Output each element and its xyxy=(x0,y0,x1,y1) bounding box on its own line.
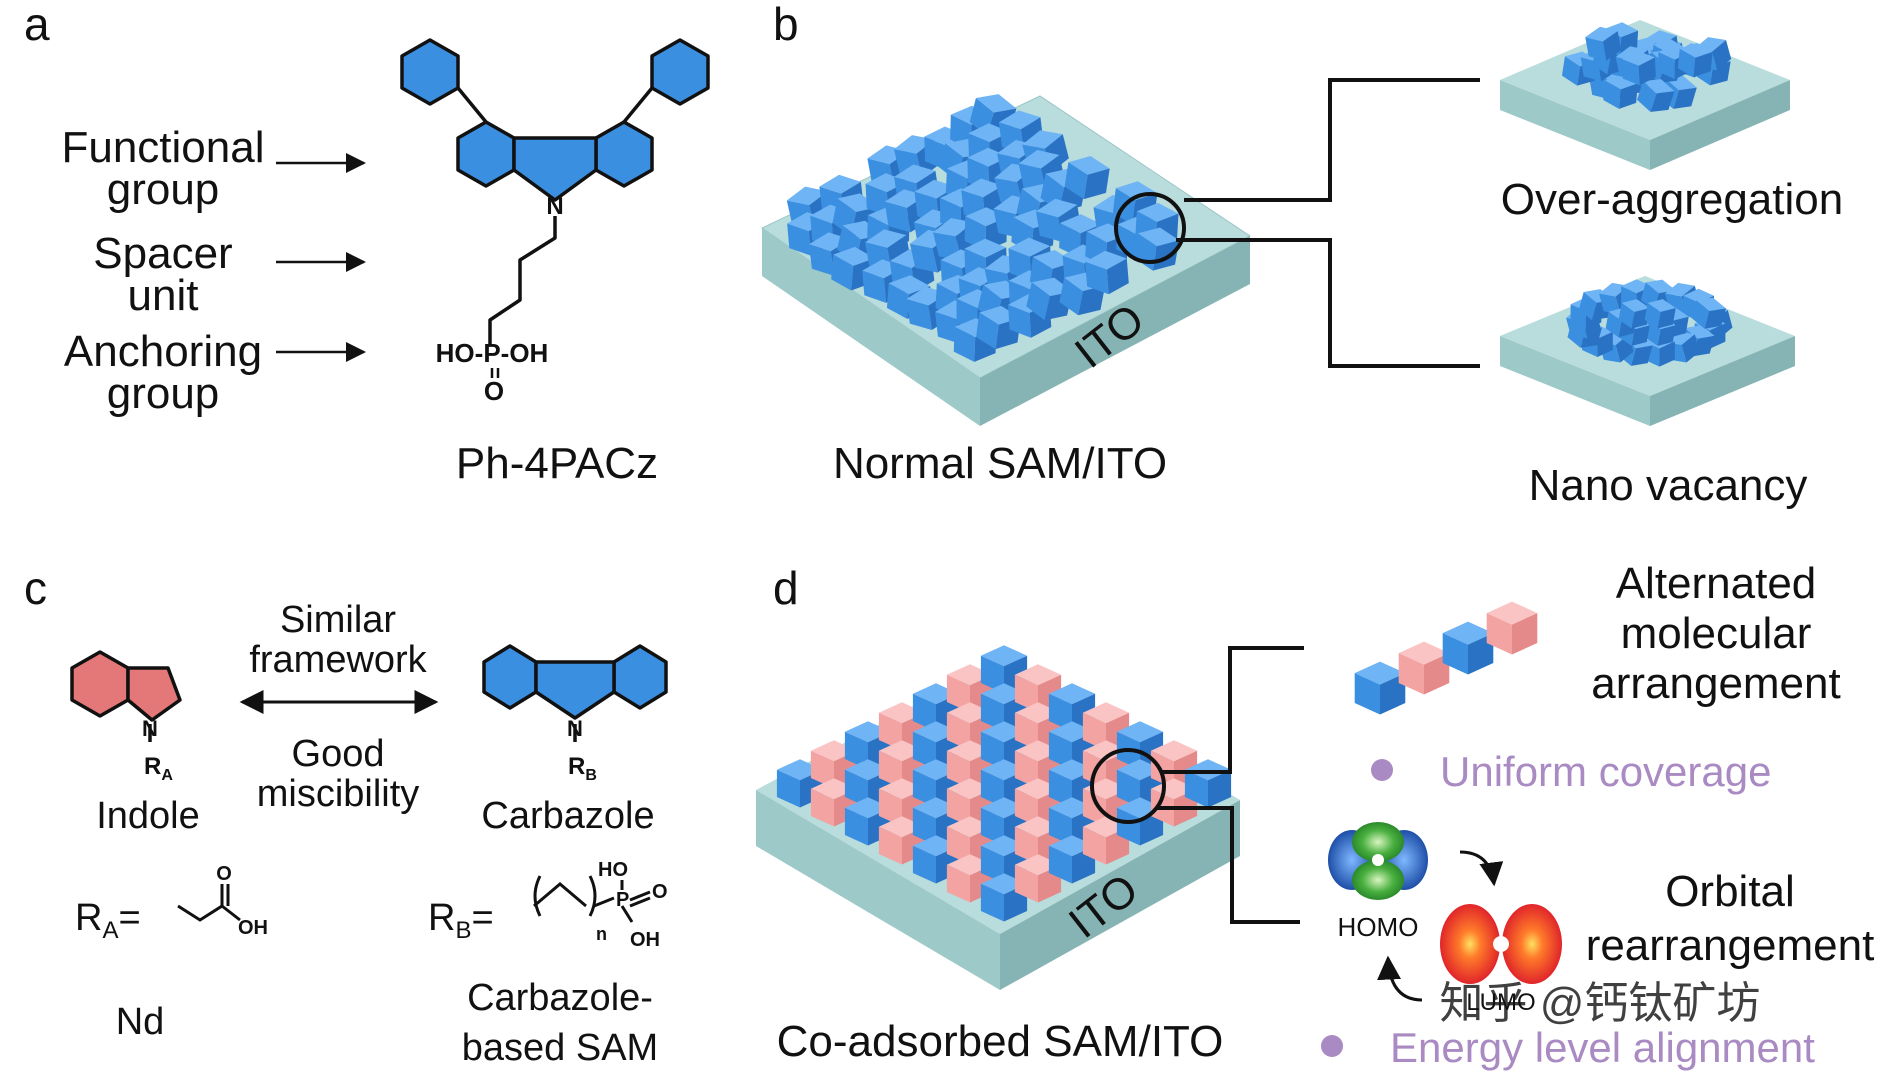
bracket-nano-vacancy xyxy=(1176,238,1480,368)
label-unit: unit xyxy=(128,271,199,320)
indole-nitrogen: N xyxy=(142,716,158,741)
indole-name: Indole xyxy=(96,795,200,837)
panel-c: c N RA Indole Similar framework Good mis… xyxy=(24,562,668,1069)
phosphonic-oxygen: O xyxy=(484,376,504,406)
orbital-arrow-up xyxy=(1377,955,1423,1002)
co-adsorbed-caption: Co-adsorbed SAM/ITO xyxy=(777,1017,1224,1066)
orbital-line1: Orbital xyxy=(1665,867,1795,916)
nitrogen-atom-a: N xyxy=(546,193,563,220)
ra-hydroxyl: OH xyxy=(238,917,268,939)
relation-similar: Similar xyxy=(280,599,396,641)
indole-substituent: RA xyxy=(144,753,173,784)
over-aggregation-label: Over-aggregation xyxy=(1501,175,1843,224)
lumo-label: LUMO xyxy=(1466,989,1535,1016)
pink-cube xyxy=(1398,641,1450,695)
panel-letter-d: d xyxy=(773,562,799,614)
bracket-arrangement xyxy=(1162,646,1304,774)
carbazole-nitrogen: N xyxy=(567,716,583,741)
bullet-dot-2 xyxy=(1321,1035,1343,1057)
label-spacer: Spacer xyxy=(93,229,232,278)
phosphonic-acid: HO-P-OH xyxy=(436,338,549,368)
arrangement-line3: arrangement xyxy=(1591,659,1840,708)
panel-letter-c: c xyxy=(24,562,47,614)
watermark: 知乎 @钙钛矿坊 xyxy=(1440,979,1761,1028)
indole-structure xyxy=(70,650,182,742)
arrangement-line1: Alternated xyxy=(1616,559,1817,608)
ra-name: Nd xyxy=(116,1001,165,1043)
carbazole-name: Carbazole xyxy=(481,795,654,837)
carbazole-ring-left xyxy=(456,120,516,188)
zoom-circle-d xyxy=(1090,748,1166,824)
ph4pacz-molecule xyxy=(400,38,710,345)
label-group-2: group xyxy=(107,369,220,418)
pink-cube xyxy=(1486,601,1538,655)
ra-oxygen: O xyxy=(216,863,232,885)
carbazole-ring-right xyxy=(594,120,654,188)
relation-good: Good xyxy=(292,733,385,775)
rb-formula: RB= xyxy=(428,897,494,944)
panel-letter-b: b xyxy=(773,0,799,50)
rb-ho: HO xyxy=(598,859,628,881)
alternated-cube-row xyxy=(1354,601,1538,715)
rb-n: n xyxy=(596,924,607,944)
lumo-orbital xyxy=(1440,904,1562,984)
panel-d: d ITO Alternated molecular arrangement U… xyxy=(756,559,1874,1071)
rb-name-line1: Carbazole- xyxy=(467,977,653,1019)
orbital-arrow-down xyxy=(1459,850,1504,887)
arrangement-line2: molecular xyxy=(1621,609,1812,658)
label-group-1: group xyxy=(107,165,220,214)
ra-structure xyxy=(177,884,241,922)
label-anchoring: Anchoring xyxy=(64,327,262,376)
phenyl-ring-right xyxy=(650,38,710,106)
panel-a: a Functional group Spacer unit Anchoring… xyxy=(24,0,710,488)
zoom-circle-b xyxy=(1114,192,1186,264)
carbazole-pyrrole-ring xyxy=(512,136,598,202)
ra-formula: RA= xyxy=(75,897,141,944)
carbazole-substituent: RB xyxy=(568,753,597,784)
nano-vacancy-label: Nano vacancy xyxy=(1529,461,1808,510)
rb-phosphorus: P xyxy=(616,889,629,911)
panel-b: b ITO Over-aggregation Nano vacancy Norm… xyxy=(761,0,1843,510)
blue-cube xyxy=(1354,661,1406,715)
rb-oxygen: O xyxy=(652,881,668,903)
bullet-energy-alignment: Energy level alignment xyxy=(1390,1024,1815,1071)
bracket-orbital xyxy=(1156,806,1300,924)
bracket-over-aggregation xyxy=(1184,78,1480,202)
rb-hydroxyl: OH xyxy=(630,929,660,951)
rb-structure xyxy=(533,875,651,923)
molecule-name: Ph-4PACz xyxy=(456,439,658,488)
orbital-line2: rearrangement xyxy=(1586,921,1875,970)
normal-sam-caption: Normal SAM/ITO xyxy=(833,439,1167,488)
phenyl-ring-left xyxy=(400,38,460,106)
bullet-uniform-coverage: Uniform coverage xyxy=(1440,748,1771,795)
blue-cube xyxy=(1442,621,1494,675)
rb-name-line2: based SAM xyxy=(462,1027,658,1069)
homo-label: HOMO xyxy=(1338,912,1419,942)
carbazole-structure xyxy=(482,644,668,742)
relation-framework: framework xyxy=(249,639,427,681)
panel-letter-a: a xyxy=(24,0,50,50)
homo-orbital xyxy=(1328,822,1428,900)
label-functional: Functional xyxy=(61,123,264,172)
bullet-dot-1 xyxy=(1371,759,1393,781)
relation-miscibility: miscibility xyxy=(257,773,420,815)
